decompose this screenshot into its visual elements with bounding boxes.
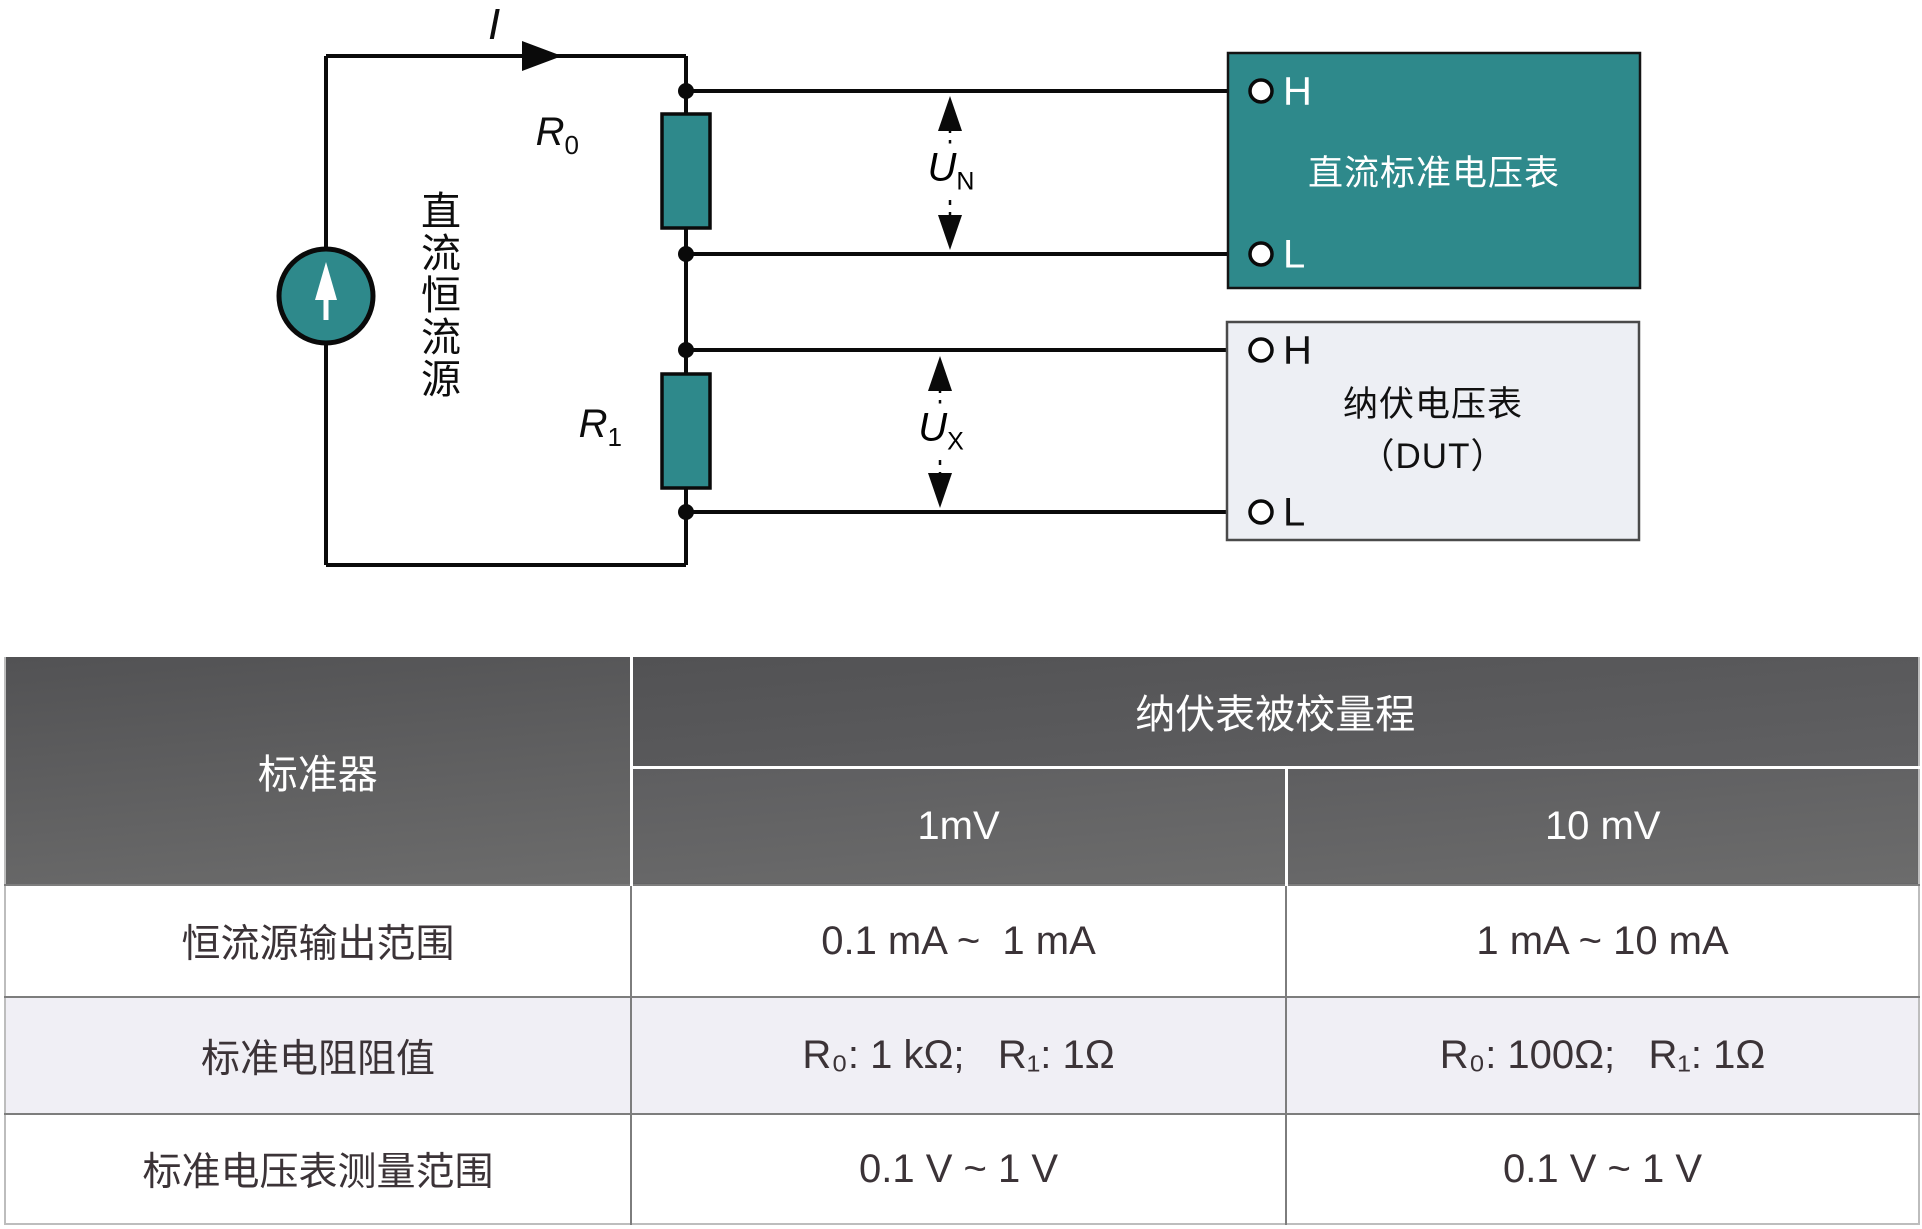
table-row: 标准电阻阻值 R₀: 1 kΩ; R₁: 1Ω R₀: 100Ω; R₁: 1Ω [5, 996, 1919, 1114]
resistor-values-1mv: R₀: 1 kΩ; R₁: 1Ω [630, 996, 1286, 1114]
standard-voltmeter-box [1226, 51, 1642, 290]
voltmeter-range-1mv: 0.1 V ~ 1 V [630, 1113, 1286, 1224]
ux-measure-arrow [928, 356, 952, 508]
dut-voltmeter-title: 纳伏电压表 （DUT） [1227, 322, 1639, 540]
r1-label-base: R [578, 402, 608, 446]
r1-label: R1 [548, 402, 622, 453]
voltmeter-range-10mv: 0.1 V ~ 1 V [1285, 1113, 1919, 1224]
current-source-arrow-head [315, 262, 337, 300]
r1-label-sub: 1 [607, 422, 622, 452]
dut-title-line2: （DUT） [1359, 437, 1507, 476]
row-label-current-output: 恒流源输出范围 [5, 884, 631, 997]
un-label-sub: N [956, 167, 975, 196]
resistor-r1 [660, 372, 712, 490]
current-label: I [488, 0, 501, 49]
current-output-1mv: 0.1 mA ~ 1 mA [630, 884, 1286, 997]
row-label-resistor-values: 标准电阻阻值 [5, 996, 631, 1114]
r0-label-base: R [535, 110, 565, 154]
table-row: 标准电压表测量范围 0.1 V ~ 1 V 0.1 V ~ 1 V [5, 1113, 1919, 1224]
table-row: 恒流源输出范围 0.1 mA ~ 1 mA 1 mA ~ 10 mA [5, 884, 1919, 997]
un-measure-arrow [938, 96, 962, 250]
un-label-base: U [927, 145, 957, 190]
r0-label-sub: 0 [564, 130, 579, 160]
standard-h-terminal-label: H [1283, 69, 1312, 114]
header-range-10mv: 10 mV [1284, 767, 1919, 885]
spec-table: 标准器 纳伏表被校量程 1mV 10 mV 恒流源输出范围 0.1 mA ~ 1… [4, 657, 1920, 1225]
ux-label-sub: X [947, 427, 964, 456]
current-source-label: 直流恒流源 [415, 190, 459, 400]
header-range-1mv: 1mV [629, 767, 1286, 885]
circuit-diagram [276, 41, 1642, 567]
header-calibrated-range: 纳伏表被校量程 [629, 657, 1919, 769]
resistor-r0 [660, 112, 712, 230]
standard-l-terminal-label: L [1283, 232, 1306, 277]
dut-h-terminal-label: H [1283, 328, 1312, 373]
ux-label-base: U [918, 405, 948, 450]
junction-dots [678, 83, 694, 520]
ux-label: UX [912, 403, 970, 459]
current-arrowhead [522, 41, 562, 71]
standard-voltmeter-title: 直流标准电压表 [1307, 154, 1560, 193]
row-label-voltmeter-range: 标准电压表测量范围 [5, 1113, 631, 1224]
dut-title-line1: 纳伏电压表 [1342, 384, 1523, 424]
dut-l-terminal-label: L [1283, 490, 1306, 535]
terminal-circles [1248, 78, 1274, 525]
current-output-10mv: 1 mA ~ 10 mA [1285, 884, 1919, 997]
r0-label: R0 [505, 110, 579, 161]
header-standard-device: 标准器 [5, 657, 631, 885]
resistor-values-10mv: R₀: 100Ω; R₁: 1Ω [1285, 996, 1919, 1114]
spec-table-wrap: 标准器 纳伏表被校量程 1mV 10 mV 恒流源输出范围 0.1 mA ~ 1… [4, 657, 1920, 1225]
dut-voltmeter-box [1225, 320, 1641, 542]
un-label: UN [921, 143, 981, 199]
